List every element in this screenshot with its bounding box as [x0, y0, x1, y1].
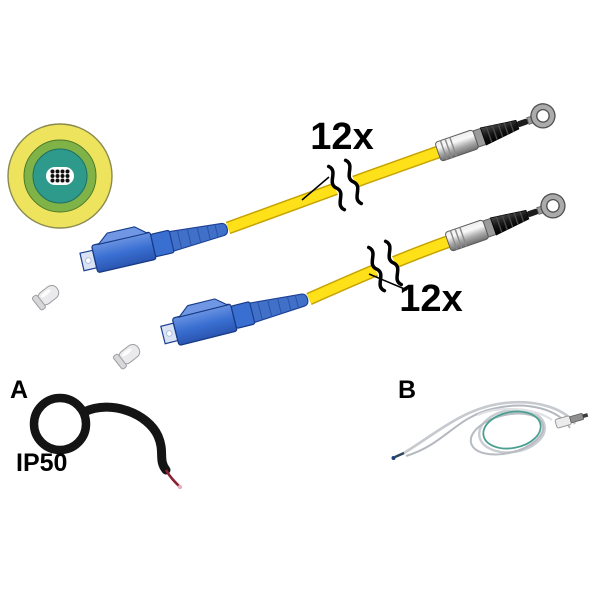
fiber-strand — [405, 404, 571, 457]
fiber-bundle-b: B — [391, 376, 589, 460]
variant-a-label: A — [10, 376, 28, 404]
cable-cross-section — [7, 123, 113, 229]
fiber-count-label-top: 12x — [310, 116, 373, 158]
pulling-aid-a: A IP50 — [10, 376, 183, 490]
ferrule-tip — [554, 413, 589, 429]
fiber-strand — [477, 407, 553, 421]
fiber-dots — [50, 169, 70, 183]
wire-end — [394, 451, 405, 459]
variant-b-label: B — [398, 376, 416, 404]
pulling-loop — [29, 393, 91, 455]
fiber-count-label-bottom: 12x — [399, 278, 462, 320]
protection-rating-label: IP50 — [16, 449, 67, 477]
pulling-cable — [79, 402, 171, 475]
wire-tip-end — [177, 484, 183, 490]
fiber-loop — [469, 412, 545, 456]
binding-coil — [482, 410, 542, 450]
cross-section-fiber-tube — [46, 167, 74, 185]
fiber-strand — [403, 400, 577, 455]
cable-top — [225, 144, 444, 235]
wire-tip — [164, 469, 180, 487]
leader-line-bottom — [368, 273, 408, 291]
leader-line-top — [301, 176, 330, 201]
wire-end-tip — [391, 456, 396, 460]
